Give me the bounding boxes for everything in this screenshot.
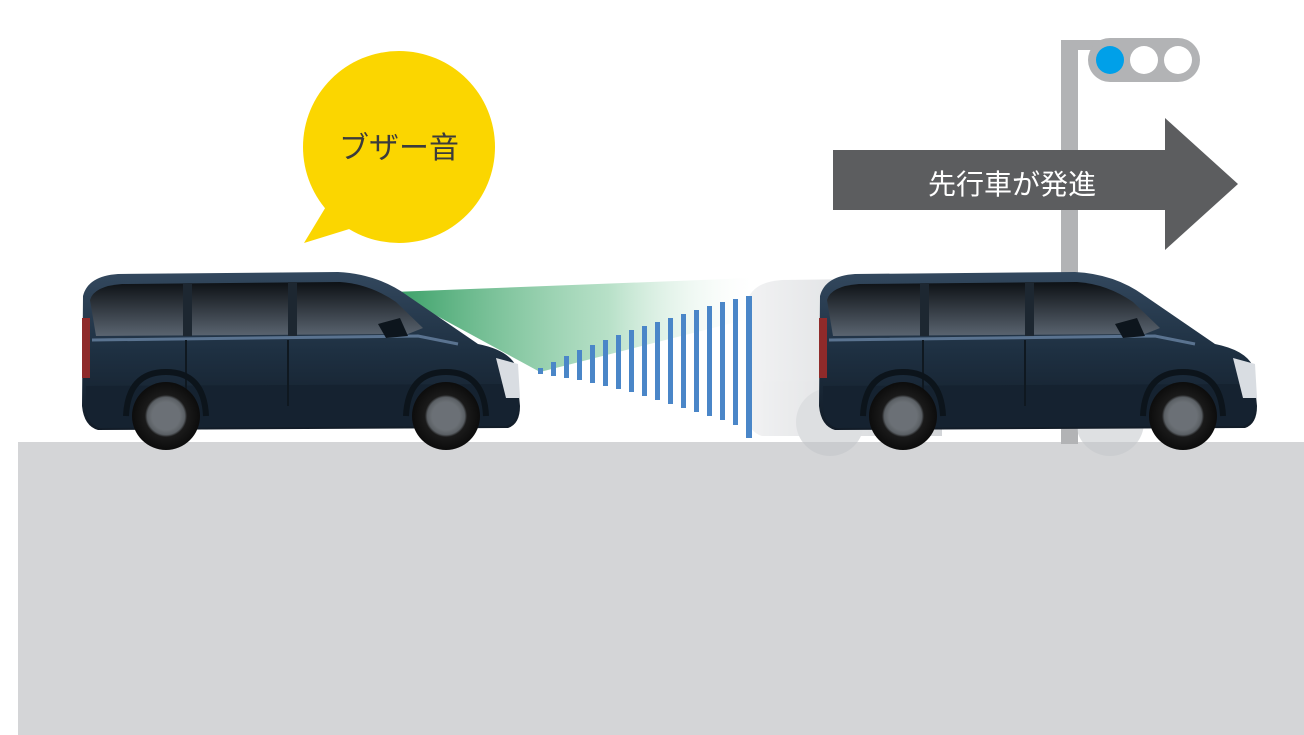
buzzer-label: ブザー音 xyxy=(339,131,459,166)
signal-light-yellow xyxy=(1130,46,1158,74)
road-ground xyxy=(18,442,1304,735)
speech-bubble-icon xyxy=(303,51,495,243)
lead-vehicle xyxy=(819,272,1257,450)
radar-beam xyxy=(393,278,752,372)
signal-light-red xyxy=(1164,46,1192,74)
sonar-stripes xyxy=(538,296,752,438)
signal-light-blue xyxy=(1096,46,1124,74)
right-arrow-icon xyxy=(833,118,1238,250)
lead-vehicle-departs-label: 先行車が発進 xyxy=(928,168,1096,201)
